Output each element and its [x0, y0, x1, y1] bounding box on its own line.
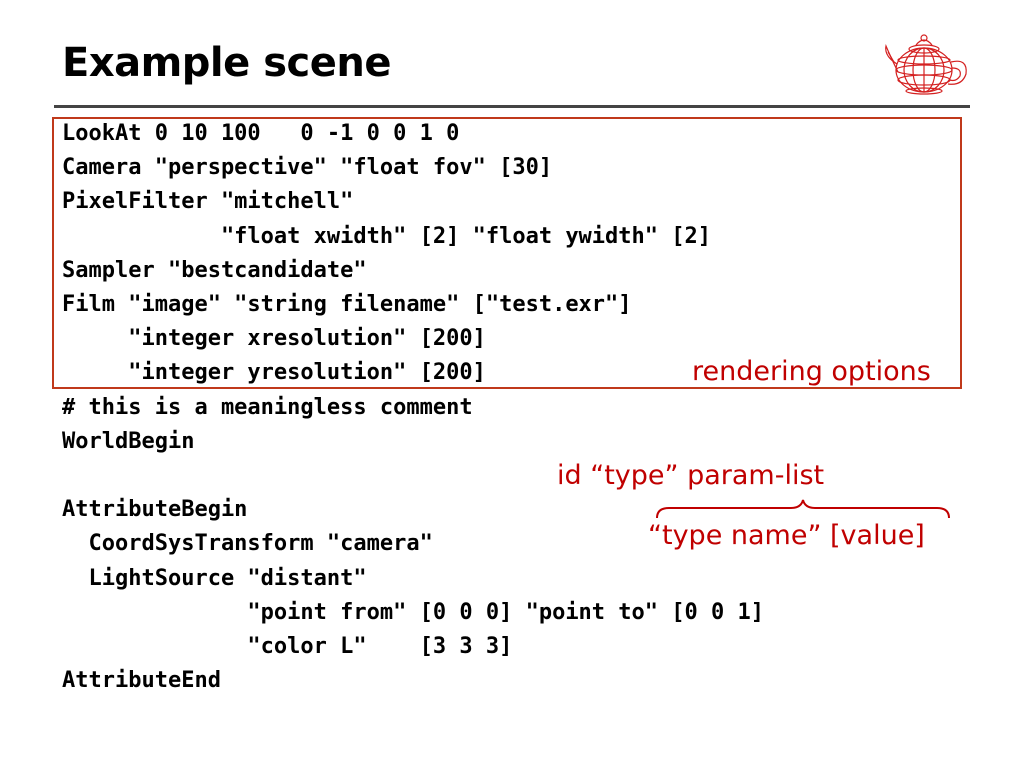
- rendering-options-box: [52, 117, 962, 389]
- slide-title: Example scene: [62, 40, 391, 86]
- code-line: Film "image" "string filename" ["test.ex…: [62, 292, 632, 317]
- code-line: "integer xresolution" [200]: [62, 326, 486, 352]
- code-line: LookAt 0 10 100 0 -1 0 0 1 0: [62, 121, 460, 146]
- code-line: PixelFilter "mitchell": [62, 189, 354, 215]
- code-line: "point from" [0 0 0] "point to" [0 0 1]: [62, 599, 764, 625]
- code-line: "color L" [3 3 3]: [62, 634, 513, 659]
- code-line: Sampler "bestcandidate": [62, 257, 367, 283]
- code-line: "integer yresolution" [200]: [62, 360, 486, 386]
- code-line: WorldBegin: [62, 428, 195, 454]
- code-line: # this is a meaningless comment: [62, 394, 473, 420]
- code-line: LightSource "distant": [62, 565, 367, 591]
- curly-brace-icon: [656, 499, 950, 519]
- teapot-wireframe-icon: [885, 34, 967, 95]
- type-name-value-label: “type name” [value]: [648, 520, 925, 551]
- rendering-options-label: rendering options: [692, 356, 931, 387]
- code-line: AttributeEnd: [62, 668, 221, 694]
- title-underline: [54, 105, 970, 108]
- code-line: AttributeBegin: [62, 497, 248, 523]
- id-type-param-list-label: id “type” param-list: [557, 460, 825, 491]
- code-line: "float xwidth" [2] "float ywidth" [2]: [62, 223, 712, 249]
- code-line: Camera "perspective" "float fov" [30]: [62, 155, 553, 181]
- code-line: CoordSysTransform "camera": [62, 531, 433, 557]
